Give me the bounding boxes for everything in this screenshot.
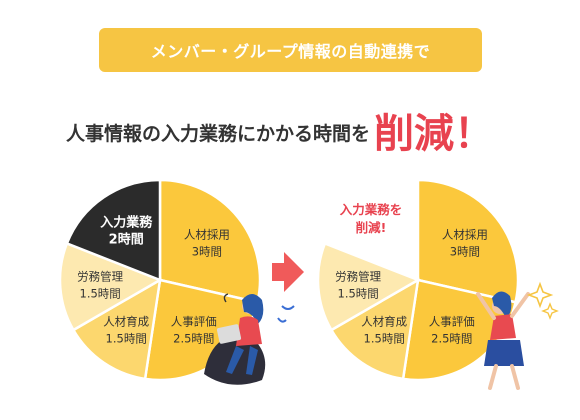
slice-label-saiyo: 人材採用 xyxy=(442,228,488,242)
person-celebrating-illustration xyxy=(476,281,559,390)
slice-value-saiyo: 3時間 xyxy=(450,245,480,259)
pie-slice-saiyo xyxy=(158,178,262,304)
pie-slice-ikusei xyxy=(329,277,420,381)
pie-slice-ikusei xyxy=(71,277,162,381)
slice-label-hyoka: 人事評価 xyxy=(429,315,475,329)
right-arrow-icon xyxy=(272,252,304,292)
headline-text: 人事情報の入力業務にかかる時間を xyxy=(66,123,371,145)
slice-value-hyoka: 2.5時間 xyxy=(173,332,214,346)
banner-text: メンバー・グループ情報の自動連携で xyxy=(150,42,431,61)
annotation-line-2: 削減! xyxy=(356,220,387,235)
headline-emphasis: 削減！ xyxy=(374,111,495,157)
sparkle-icon xyxy=(541,302,559,320)
headline: 人事情報の入力業務にかかる時間を 削減！ xyxy=(66,98,536,154)
slice-label-romu: 労務管理 xyxy=(77,269,123,283)
slice-value-romu: 1.5時間 xyxy=(338,286,379,300)
pie-slice-romu xyxy=(58,241,163,332)
slice-value-hyoka: 2.5時間 xyxy=(431,332,472,346)
sparkle-icon xyxy=(526,281,554,309)
slice-label-hyoka: 人事評価 xyxy=(171,315,217,329)
pie-slice-romu xyxy=(316,241,421,332)
slice-value-ikusei: 1.5時間 xyxy=(364,332,405,346)
slice-label-romu: 労務管理 xyxy=(335,269,381,283)
annotation-line-1: 入力業務を xyxy=(340,202,403,217)
slice-value-saiyo: 3時間 xyxy=(192,245,222,259)
slice-label-ikusei: 人材育成 xyxy=(361,315,407,329)
slice-value-ikusei: 1.5時間 xyxy=(106,332,147,346)
slice-label-ikusei: 人材育成 xyxy=(103,315,149,329)
slice-value-nyuryoku: 2時間 xyxy=(109,231,144,247)
title-banner: メンバー・グループ情報の自動連携で xyxy=(99,28,482,72)
slice-label-nyuryoku: 入力業務 xyxy=(100,214,153,230)
pie-slice-saiyo xyxy=(416,178,520,304)
slice-value-romu: 1.5時間 xyxy=(80,286,121,300)
person-working-illustration xyxy=(204,293,295,385)
pie-slice-nyuryoku xyxy=(65,178,162,282)
slice-label-saiyo: 人材採用 xyxy=(184,228,230,242)
